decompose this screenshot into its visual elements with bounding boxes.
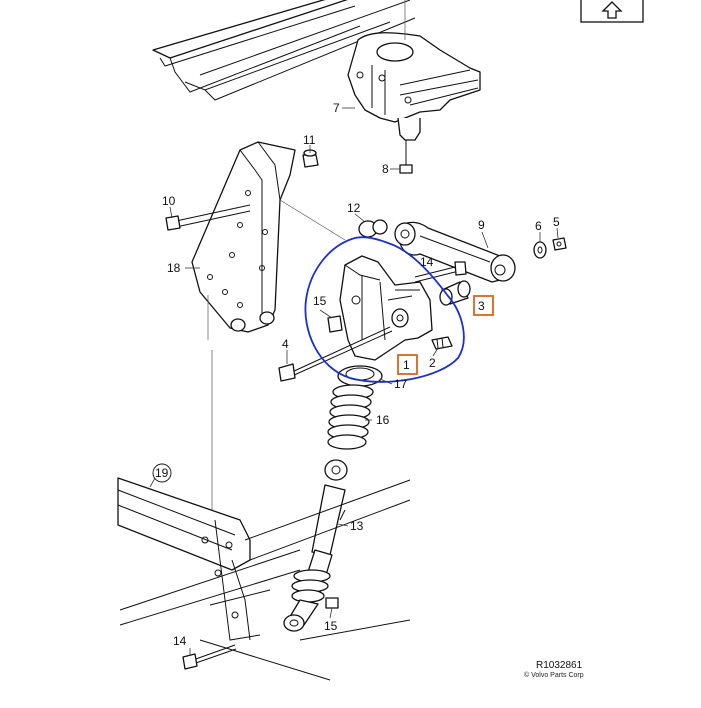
nut-5 [552, 237, 567, 251]
highlight-box-1 [397, 354, 418, 375]
callout-1[interactable]: 1 [403, 358, 410, 372]
coil-spring [327, 384, 374, 450]
callout-12[interactable]: 12 [347, 201, 361, 215]
shock-absorber [283, 459, 348, 632]
callout-17[interactable]: 17 [394, 377, 408, 391]
highlight-box-3 [473, 295, 494, 316]
nut-15-lower [325, 597, 339, 609]
callout-14-upper[interactable]: 14 [420, 255, 434, 269]
callout-5[interactable]: 5 [553, 215, 560, 229]
nut-11 [302, 149, 319, 168]
frame-lines [207, 0, 406, 520]
copyright-text: © Volvo Parts Corp [524, 671, 584, 679]
leader-lines [149, 107, 559, 656]
callout-19-circle [152, 463, 172, 483]
link-arm [394, 221, 516, 283]
upper-mount-bracket [347, 32, 481, 141]
bolt-14-upper [414, 261, 467, 283]
side-bracket [191, 141, 296, 333]
callout-18[interactable]: 18 [167, 261, 181, 275]
nut-8 [399, 140, 413, 174]
callout-3[interactable]: 3 [478, 299, 485, 313]
up-arrow-icon [601, 1, 623, 19]
highlight-circle [304, 236, 465, 383]
frame-rail [152, 0, 416, 101]
callout-10[interactable]: 10 [162, 194, 176, 208]
callout-14-lower[interactable]: 14 [173, 634, 187, 648]
bushing-12 [358, 219, 388, 238]
callout-9[interactable]: 9 [478, 218, 485, 232]
callout-2[interactable]: 2 [429, 356, 436, 370]
up-button[interactable] [580, 0, 644, 23]
axle-beam [117, 477, 411, 681]
washer-6 [533, 241, 547, 259]
callout-15-upper[interactable]: 15 [313, 294, 327, 308]
reference-code: R1032861 [536, 660, 583, 671]
sleeve-3 [439, 280, 471, 306]
callout-4[interactable]: 4 [282, 337, 289, 351]
nut-15-upper [327, 315, 343, 333]
callout-6[interactable]: 6 [535, 219, 542, 233]
callout-11[interactable]: 11 [303, 133, 316, 147]
callout-16[interactable]: 16 [376, 413, 390, 427]
main-bracket [339, 255, 433, 361]
bolt-10 [165, 204, 251, 231]
bolt-14-lower [182, 644, 237, 670]
callout-19[interactable]: 19 [155, 466, 169, 480]
callout-7[interactable]: 7 [333, 101, 340, 115]
pin-2 [431, 336, 453, 350]
callout-8[interactable]: 8 [382, 162, 389, 176]
bolt-4 [278, 326, 393, 382]
callout-13[interactable]: 13 [350, 519, 364, 533]
callout-15-lower[interactable]: 15 [324, 619, 338, 633]
